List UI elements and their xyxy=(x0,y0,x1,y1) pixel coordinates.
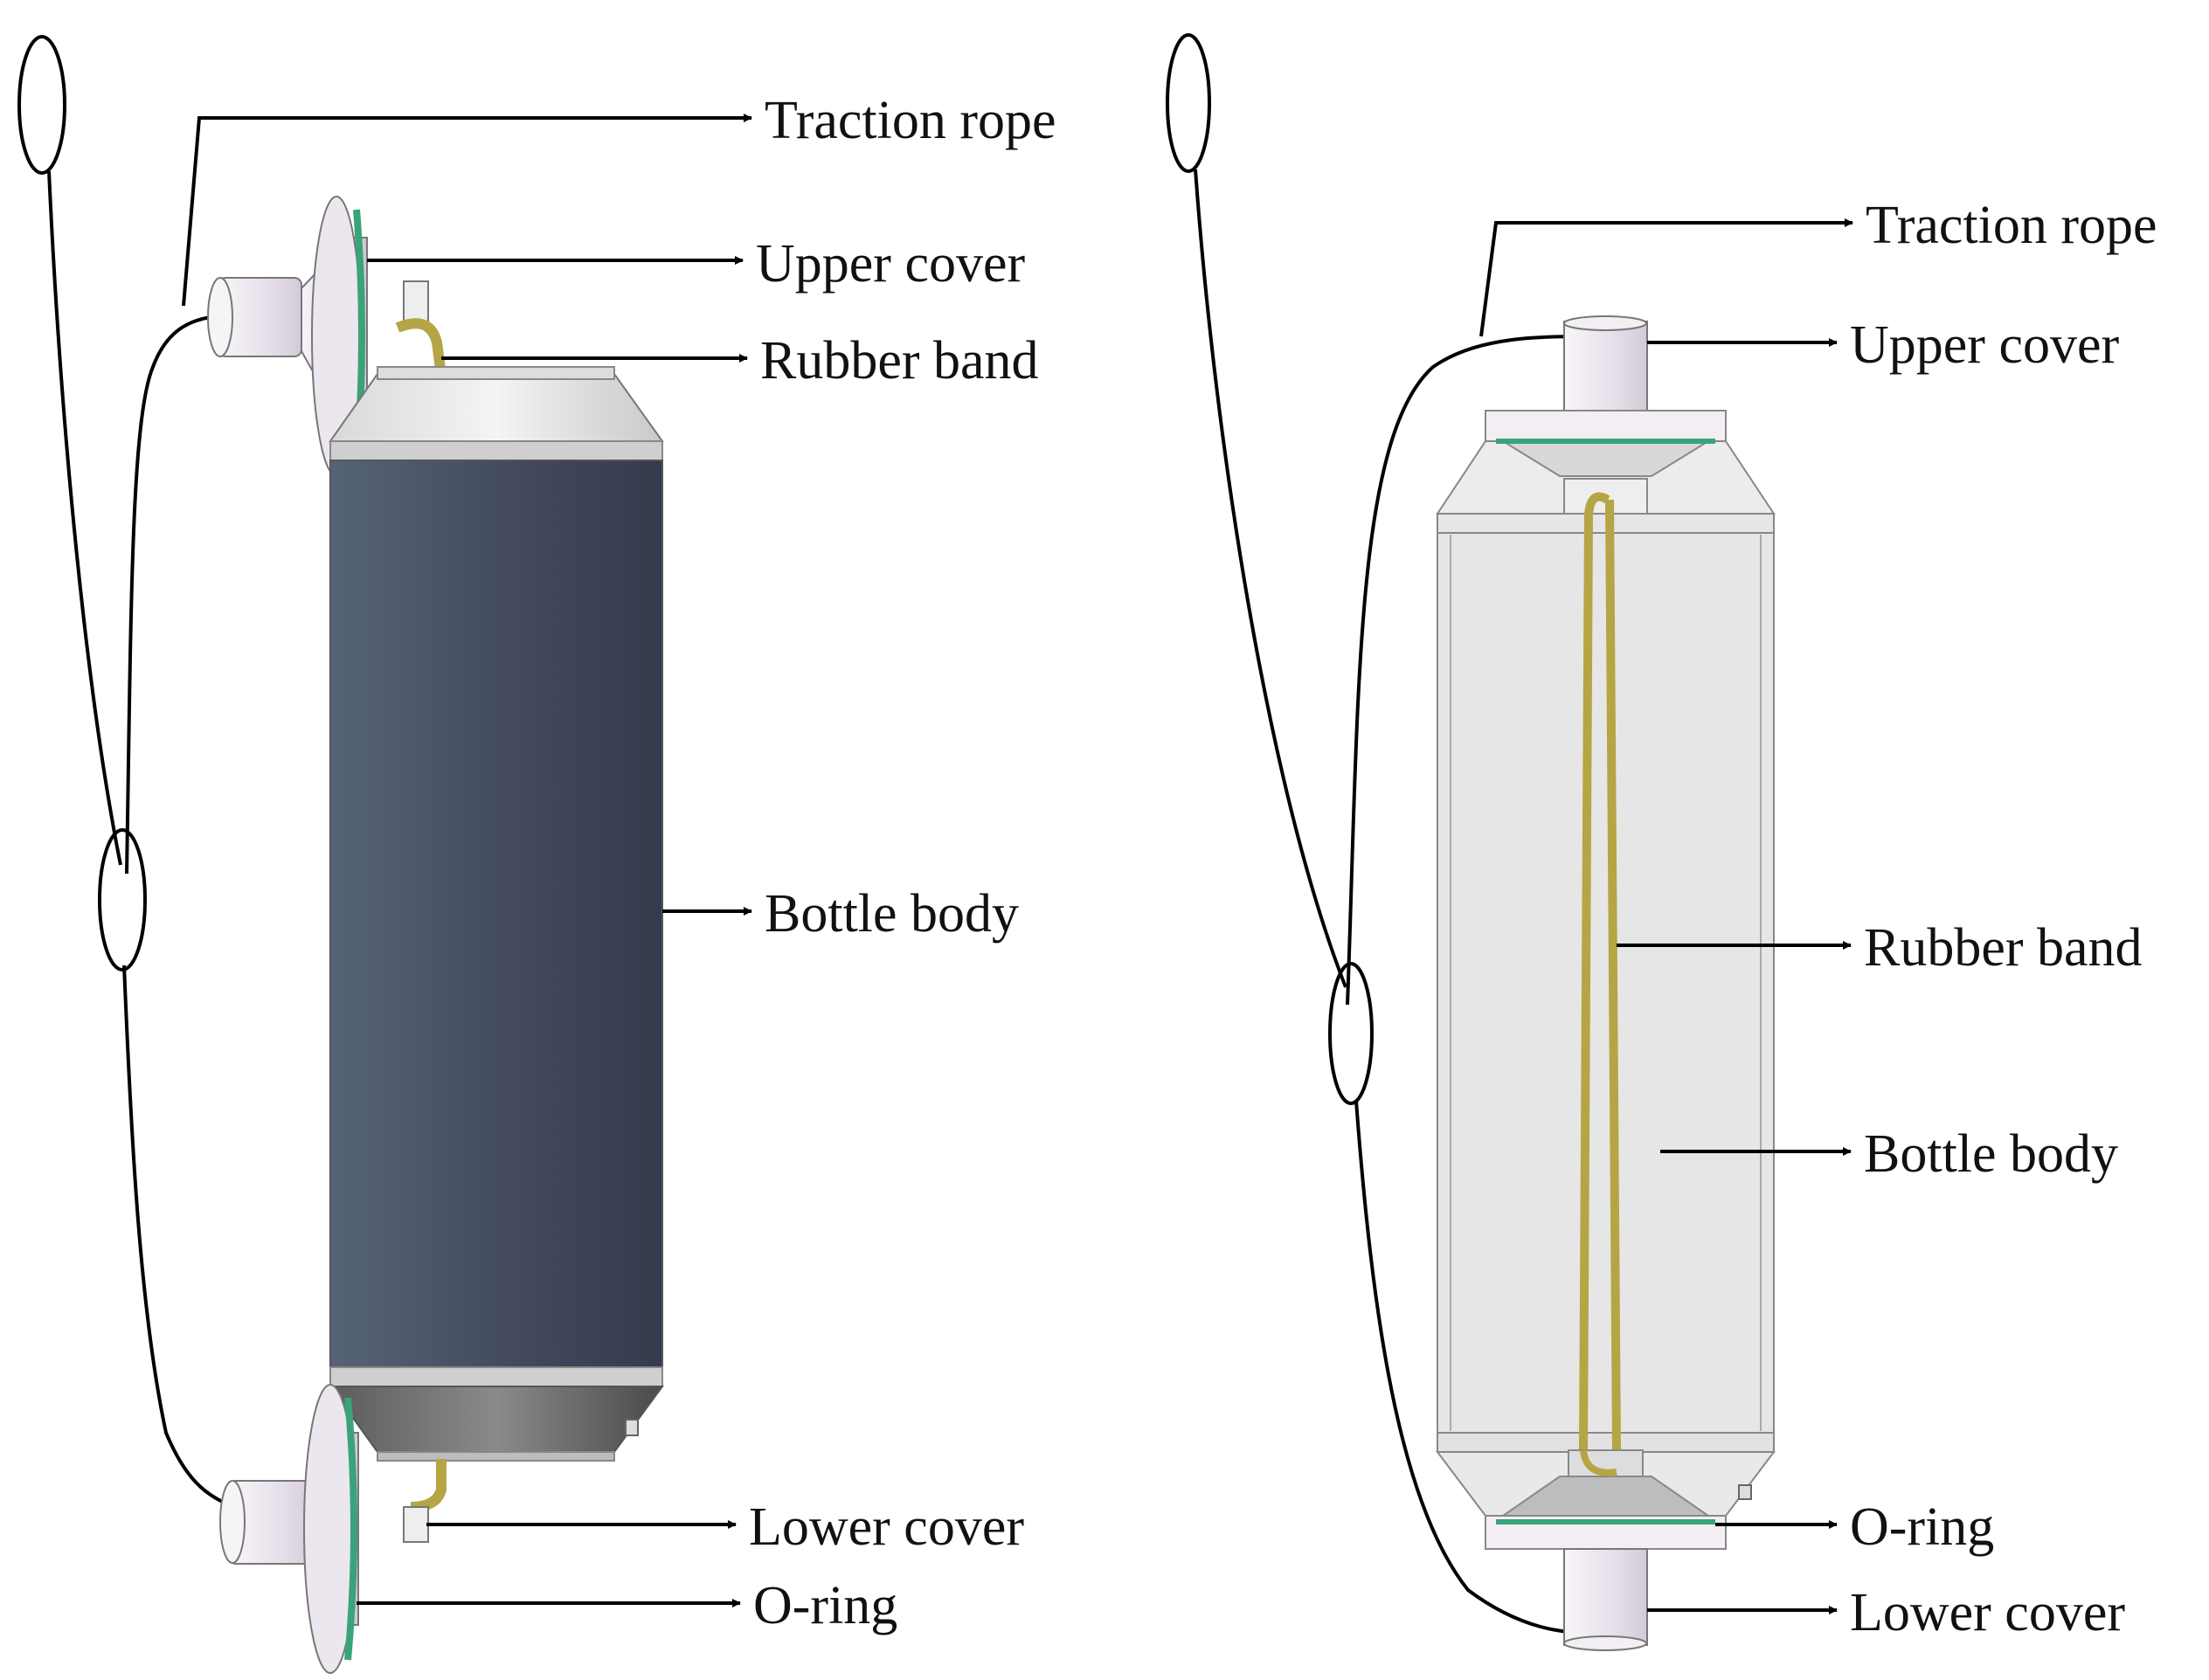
right-lower-cover xyxy=(1485,1449,1727,1651)
left-traction-rope xyxy=(17,35,246,1513)
left-lower-cover xyxy=(219,1384,429,1674)
right-traction-rope-leader xyxy=(1479,218,1853,337)
left-middle-rope-loop xyxy=(98,828,147,971)
left-label-bottle-body: Bottle body xyxy=(765,884,1019,944)
right-bottle-body xyxy=(1435,440,1776,1517)
left-label-lower-cover: Lower cover xyxy=(749,1497,1024,1557)
right-label-o-ring: O-ring xyxy=(1850,1497,1994,1557)
left-label-rubber-band: Rubber band xyxy=(760,331,1039,391)
right-view: Traction rope Upper cover Rubber band Bo… xyxy=(1166,33,2157,1651)
left-label-traction-rope: Traction rope xyxy=(765,91,1056,150)
right-label-rubber-band: Rubber band xyxy=(1864,918,2143,978)
right-leader-lines xyxy=(1479,218,1853,1614)
right-traction-rope xyxy=(1166,33,1600,1635)
right-label-lower-cover: Lower cover xyxy=(1850,1583,2125,1642)
right-middle-rope-loop xyxy=(1328,962,1374,1105)
left-bottle-body xyxy=(329,366,664,1462)
left-top-rope-loop xyxy=(17,35,66,175)
right-top-rope-loop xyxy=(1166,33,1211,173)
left-rope-strand-down xyxy=(47,170,122,866)
left-rubber-band xyxy=(395,318,447,377)
left-label-o-ring: O-ring xyxy=(753,1576,897,1635)
right-rope-to-lower-cover xyxy=(1354,1100,1600,1635)
left-lower-o-ring xyxy=(344,1397,357,1661)
right-rope-to-upper-cover xyxy=(1346,335,1600,1006)
right-lower-rubber-band xyxy=(1580,1449,1617,1476)
left-leader-lines xyxy=(182,114,752,1607)
left-traction-rope-leader xyxy=(182,114,752,307)
right-label-traction-rope: Traction rope xyxy=(1866,196,2157,255)
right-rope-strand-down xyxy=(1194,169,1347,988)
right-upper-cover xyxy=(1485,315,1727,515)
right-rubber-band xyxy=(1579,492,1621,1451)
left-lower-rubber-band xyxy=(410,1459,447,1512)
left-view: Traction rope Upper cover Rubber band Bo… xyxy=(17,35,1056,1674)
right-label-bottle-body: Bottle body xyxy=(1864,1124,2118,1184)
left-rope-to-upper-cover xyxy=(125,315,219,875)
left-rope-to-lower-cover xyxy=(122,964,246,1513)
left-label-upper-cover: Upper cover xyxy=(756,234,1025,294)
right-label-upper-cover: Upper cover xyxy=(1850,315,2119,375)
